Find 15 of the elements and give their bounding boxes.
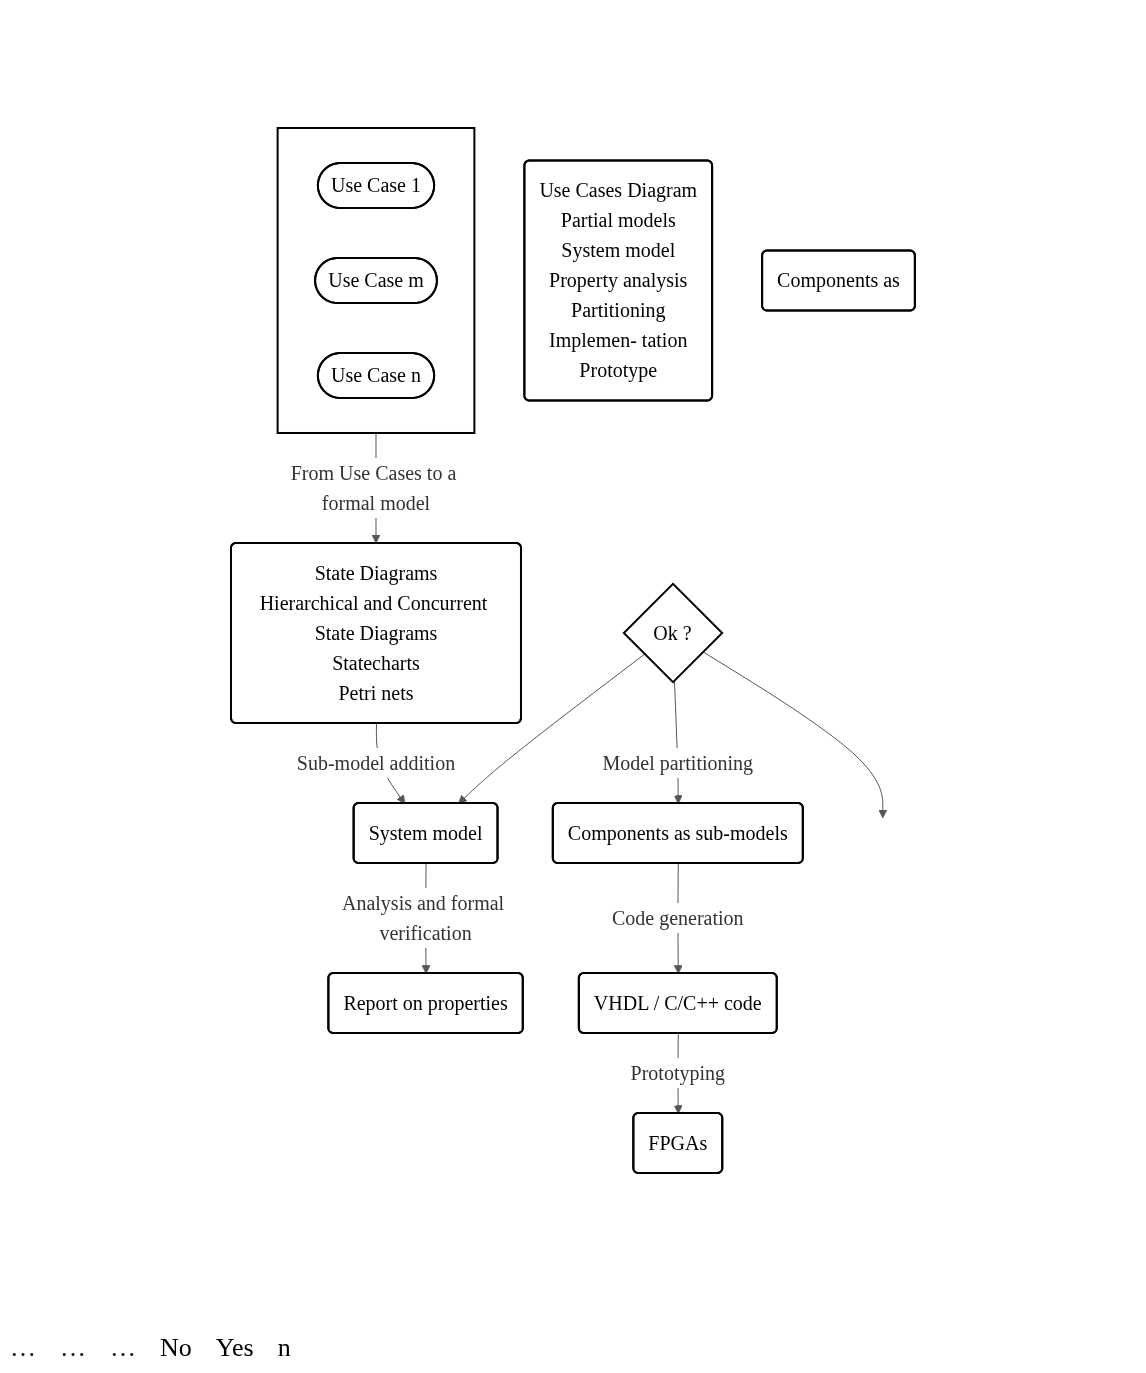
edge-label: Code generation (612, 906, 744, 929)
node-diamond: Ok ? (622, 581, 724, 684)
note-text: No (160, 1333, 192, 1363)
cluster (276, 126, 476, 434)
edge-label: From Use Cases to a formal model (290, 461, 457, 514)
note-text: … (60, 1333, 86, 1363)
note-text: Yes (215, 1333, 254, 1363)
note-text: n (277, 1333, 291, 1363)
note-text: … (110, 1333, 136, 1363)
node-text: State Diagrams Hierarchical and Concurrent State Diagrams Statecharts Petri nets (259, 561, 488, 704)
edge-label: Prototyping (630, 1061, 726, 1084)
note-text: … (10, 1333, 36, 1363)
edge-label: Sub-model addition (296, 751, 456, 774)
edge-label: Model partitioning (602, 751, 754, 774)
edge-label: Analysis and formal verification (342, 891, 505, 944)
